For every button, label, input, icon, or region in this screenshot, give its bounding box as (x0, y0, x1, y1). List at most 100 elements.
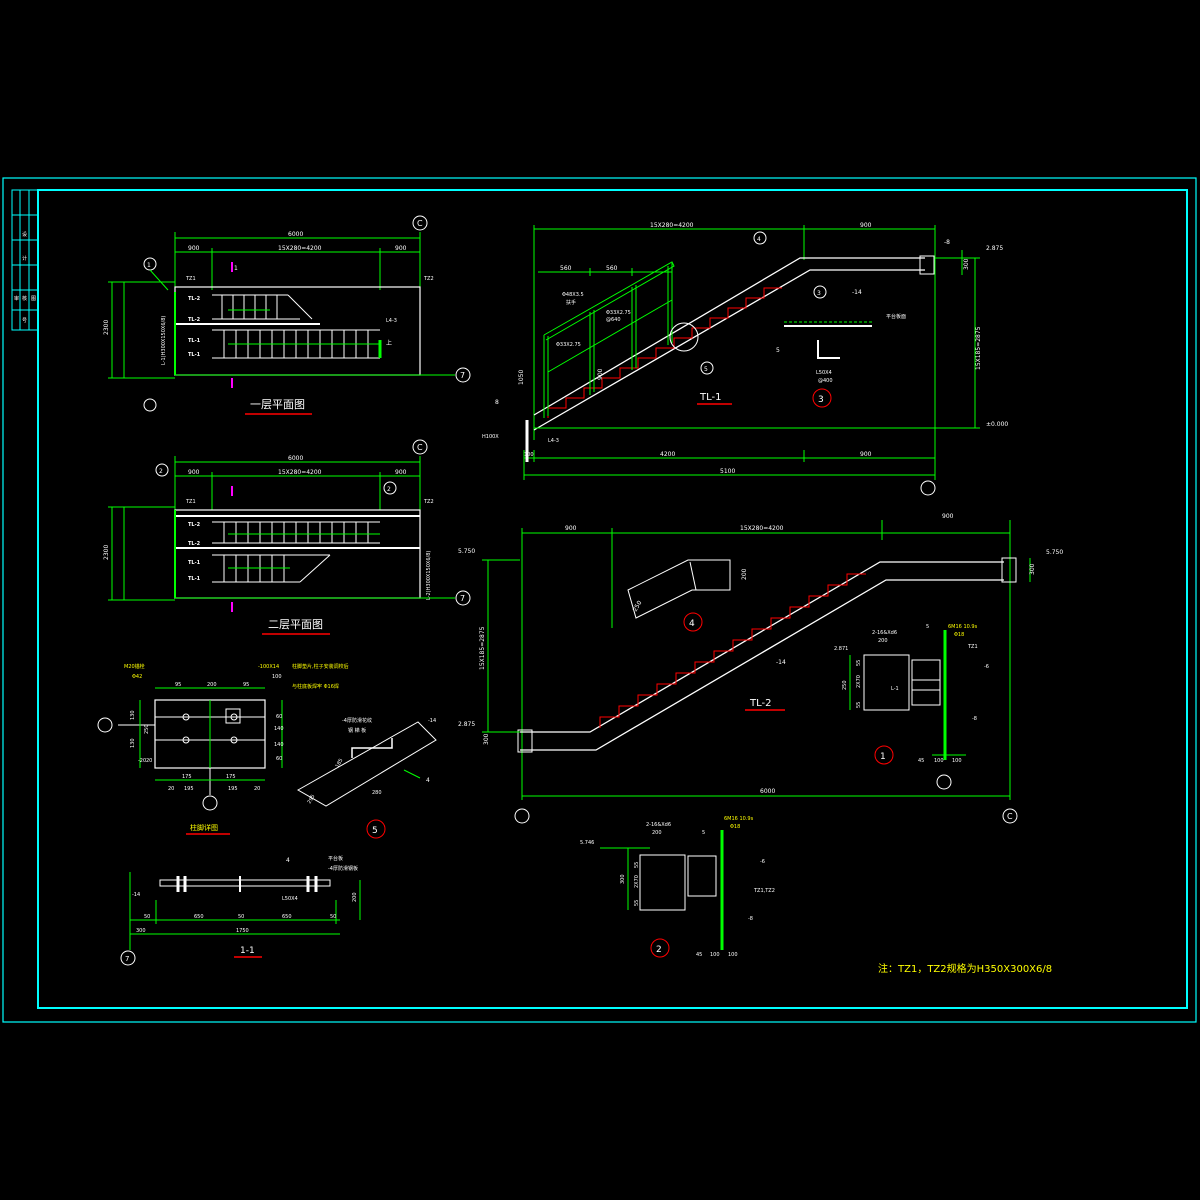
footing-top-100: 100 (272, 674, 282, 680)
tl1-dim-bot-right: 900 (860, 451, 872, 458)
plan2-tl1: TL-1 (188, 560, 201, 566)
plan1-tl2b: TL-2 (188, 317, 201, 323)
tl1-mark-5b: 5 (776, 347, 780, 354)
d2-elev: 5.746 (580, 840, 594, 846)
tl2-dim-right: 900 (942, 513, 954, 520)
d2-d2: 2X70 (634, 875, 640, 888)
tl1-plate14: -14 (852, 289, 862, 296)
d1-d1: 55 (856, 660, 862, 666)
s11-d1750: 1750 (236, 928, 249, 934)
footing-note1: 柱脚垫片,柱子安装调校后 (292, 663, 349, 670)
tl1-detail-mark: 3 (818, 395, 824, 405)
plan1-dim-mid: 15X280=4200 (278, 245, 322, 252)
d1-d7: 100 (952, 758, 962, 764)
footing-left-20: 20 (146, 758, 152, 764)
tl1-elev-top: 2.875 (986, 245, 1003, 252)
tl1-mark-4: 4 (757, 236, 761, 243)
plan2-dim-left: 900 (188, 469, 200, 476)
d5-mark: 5 (372, 826, 378, 836)
d1-elev: 2.871 (834, 646, 848, 652)
footing-left-130a: 130 (130, 710, 136, 720)
plan2-dim-right: 900 (395, 469, 407, 476)
tl2-plate14: -14 (776, 659, 786, 666)
d1-hole: Φ18 (954, 632, 964, 638)
d2-high-bolts: 6M16 10.9s (724, 816, 754, 822)
s11-m4: 4 (286, 857, 290, 864)
tl2-d4-dim2: 250 (632, 599, 644, 613)
plan2-dim-height: 2300 (103, 545, 110, 560)
tl1-mark-5: 5 (704, 366, 708, 373)
plan1-up: 上 (386, 339, 392, 347)
d2-d1: 55 (634, 862, 640, 868)
tl1-dim-top-left: 15X280=4200 (650, 222, 694, 229)
footing-p20: -20 (138, 758, 146, 764)
footing-right-140a: 140 (274, 726, 284, 732)
tl1-h100: H100X (482, 434, 499, 440)
plan1-title: 一层平面图 (250, 398, 305, 411)
plan1-axis-7: 7 (460, 371, 465, 380)
d1-p6: -6 (984, 664, 989, 670)
plan1-axis-c: C (417, 219, 423, 228)
plan1-tl1b: TL-1 (188, 352, 201, 358)
plan1-axis-c-bubble (412, 215, 428, 231)
footing-bot-175b: 175 (226, 774, 236, 780)
plan-1: 6000 900 15X280=4200 900 C 2300 (103, 215, 471, 415)
tb-cell-1: 设 (22, 231, 27, 238)
footing-left-250: 250 (144, 724, 150, 734)
tl1-rail-note2c: @640 (606, 317, 621, 323)
tl2-elev-top: 5.750 (458, 548, 475, 555)
plan2-tl2b: TL-2 (188, 541, 201, 547)
d2-d4: 300 (620, 874, 626, 884)
tl1-dim-bot-total: 5100 (720, 468, 735, 475)
tl2-dim-total: 6000 (760, 788, 775, 795)
tl2-dim-300b: 300 (483, 733, 490, 745)
footing-top-200: 200 (207, 682, 217, 688)
d5-note1: -4厚防滑花纹 (342, 717, 372, 724)
tl1-title: TL-1 (699, 392, 721, 403)
plan2-tz1: TZ1 (185, 499, 196, 505)
footing-bolt-label: M20锚栓 (124, 663, 145, 670)
plan2-beam-note: L-2(H300X150X6/8) (426, 551, 432, 600)
d5-note2: 钢 梯 板 (348, 727, 366, 734)
tl1-dim-bot-left: 100 (524, 452, 534, 458)
d1-bolts: 2-16&Xd6 (872, 630, 897, 636)
tl1-mark-3: 3 (817, 290, 821, 297)
footing-bot-175a: 175 (182, 774, 192, 780)
d2-p6: -6 (760, 859, 765, 865)
tl1-platform-note: 平台板面 (886, 313, 906, 320)
s11-d50c: 50 (330, 914, 336, 920)
s11-angle: L50X4 (282, 896, 298, 902)
d5-m4: 4 (426, 777, 430, 784)
plan1-tz1: TZ1 (185, 276, 196, 282)
s11-d50a: 50 (144, 914, 150, 920)
tl1-rail-dim1: 560 (560, 265, 572, 272)
tl2-elev-bottom: 2.875 (458, 721, 475, 728)
plan2-title: 二层平面图 (268, 618, 323, 631)
plan1-beam-note: L-1(H300X150X6/8) (161, 316, 167, 365)
d1-tz1: TZ1 (967, 644, 978, 650)
d2-d7: 100 (728, 952, 738, 958)
tl2-elev-top2: 5.750 (1046, 549, 1063, 556)
tl1-dim-right-v: 15X185=2875 (975, 326, 982, 370)
tl2-dim-300: 300 (1029, 563, 1036, 575)
tl2-d4-dim1: 200 (741, 568, 748, 580)
footing-plate: -100X14 (258, 664, 279, 670)
plan1-dim-left: 900 (188, 245, 200, 252)
plan1-sect-mark-top: 1 (234, 265, 238, 272)
s11-axis-7: 7 (125, 955, 129, 963)
footing-bolt-sp: Φ42 (132, 674, 142, 680)
tl1-angle: L50X4 (816, 370, 832, 376)
s11-d650a: 650 (194, 914, 204, 920)
footing-right-140b: 140 (274, 742, 284, 748)
s11-note1: 平台板 (328, 855, 343, 862)
plan-2: 6000 900 15X280=4200 900 C 2300 (103, 439, 471, 635)
d1-d5: 45 (918, 758, 924, 764)
tl1-elevation: 15X280=4200 900 560 560 5 Φ48X3.5 扶手 Φ33… (482, 222, 1008, 496)
d1-mark: 1 (880, 752, 886, 762)
d5-d1: 185 (335, 758, 345, 769)
tl1-h900: 900 (597, 368, 604, 380)
d1-d3: 55 (856, 702, 862, 708)
plan1-dim-height: 2300 (103, 320, 110, 335)
title-block-strip: 设 计 审 核 图 号 (11, 189, 39, 331)
